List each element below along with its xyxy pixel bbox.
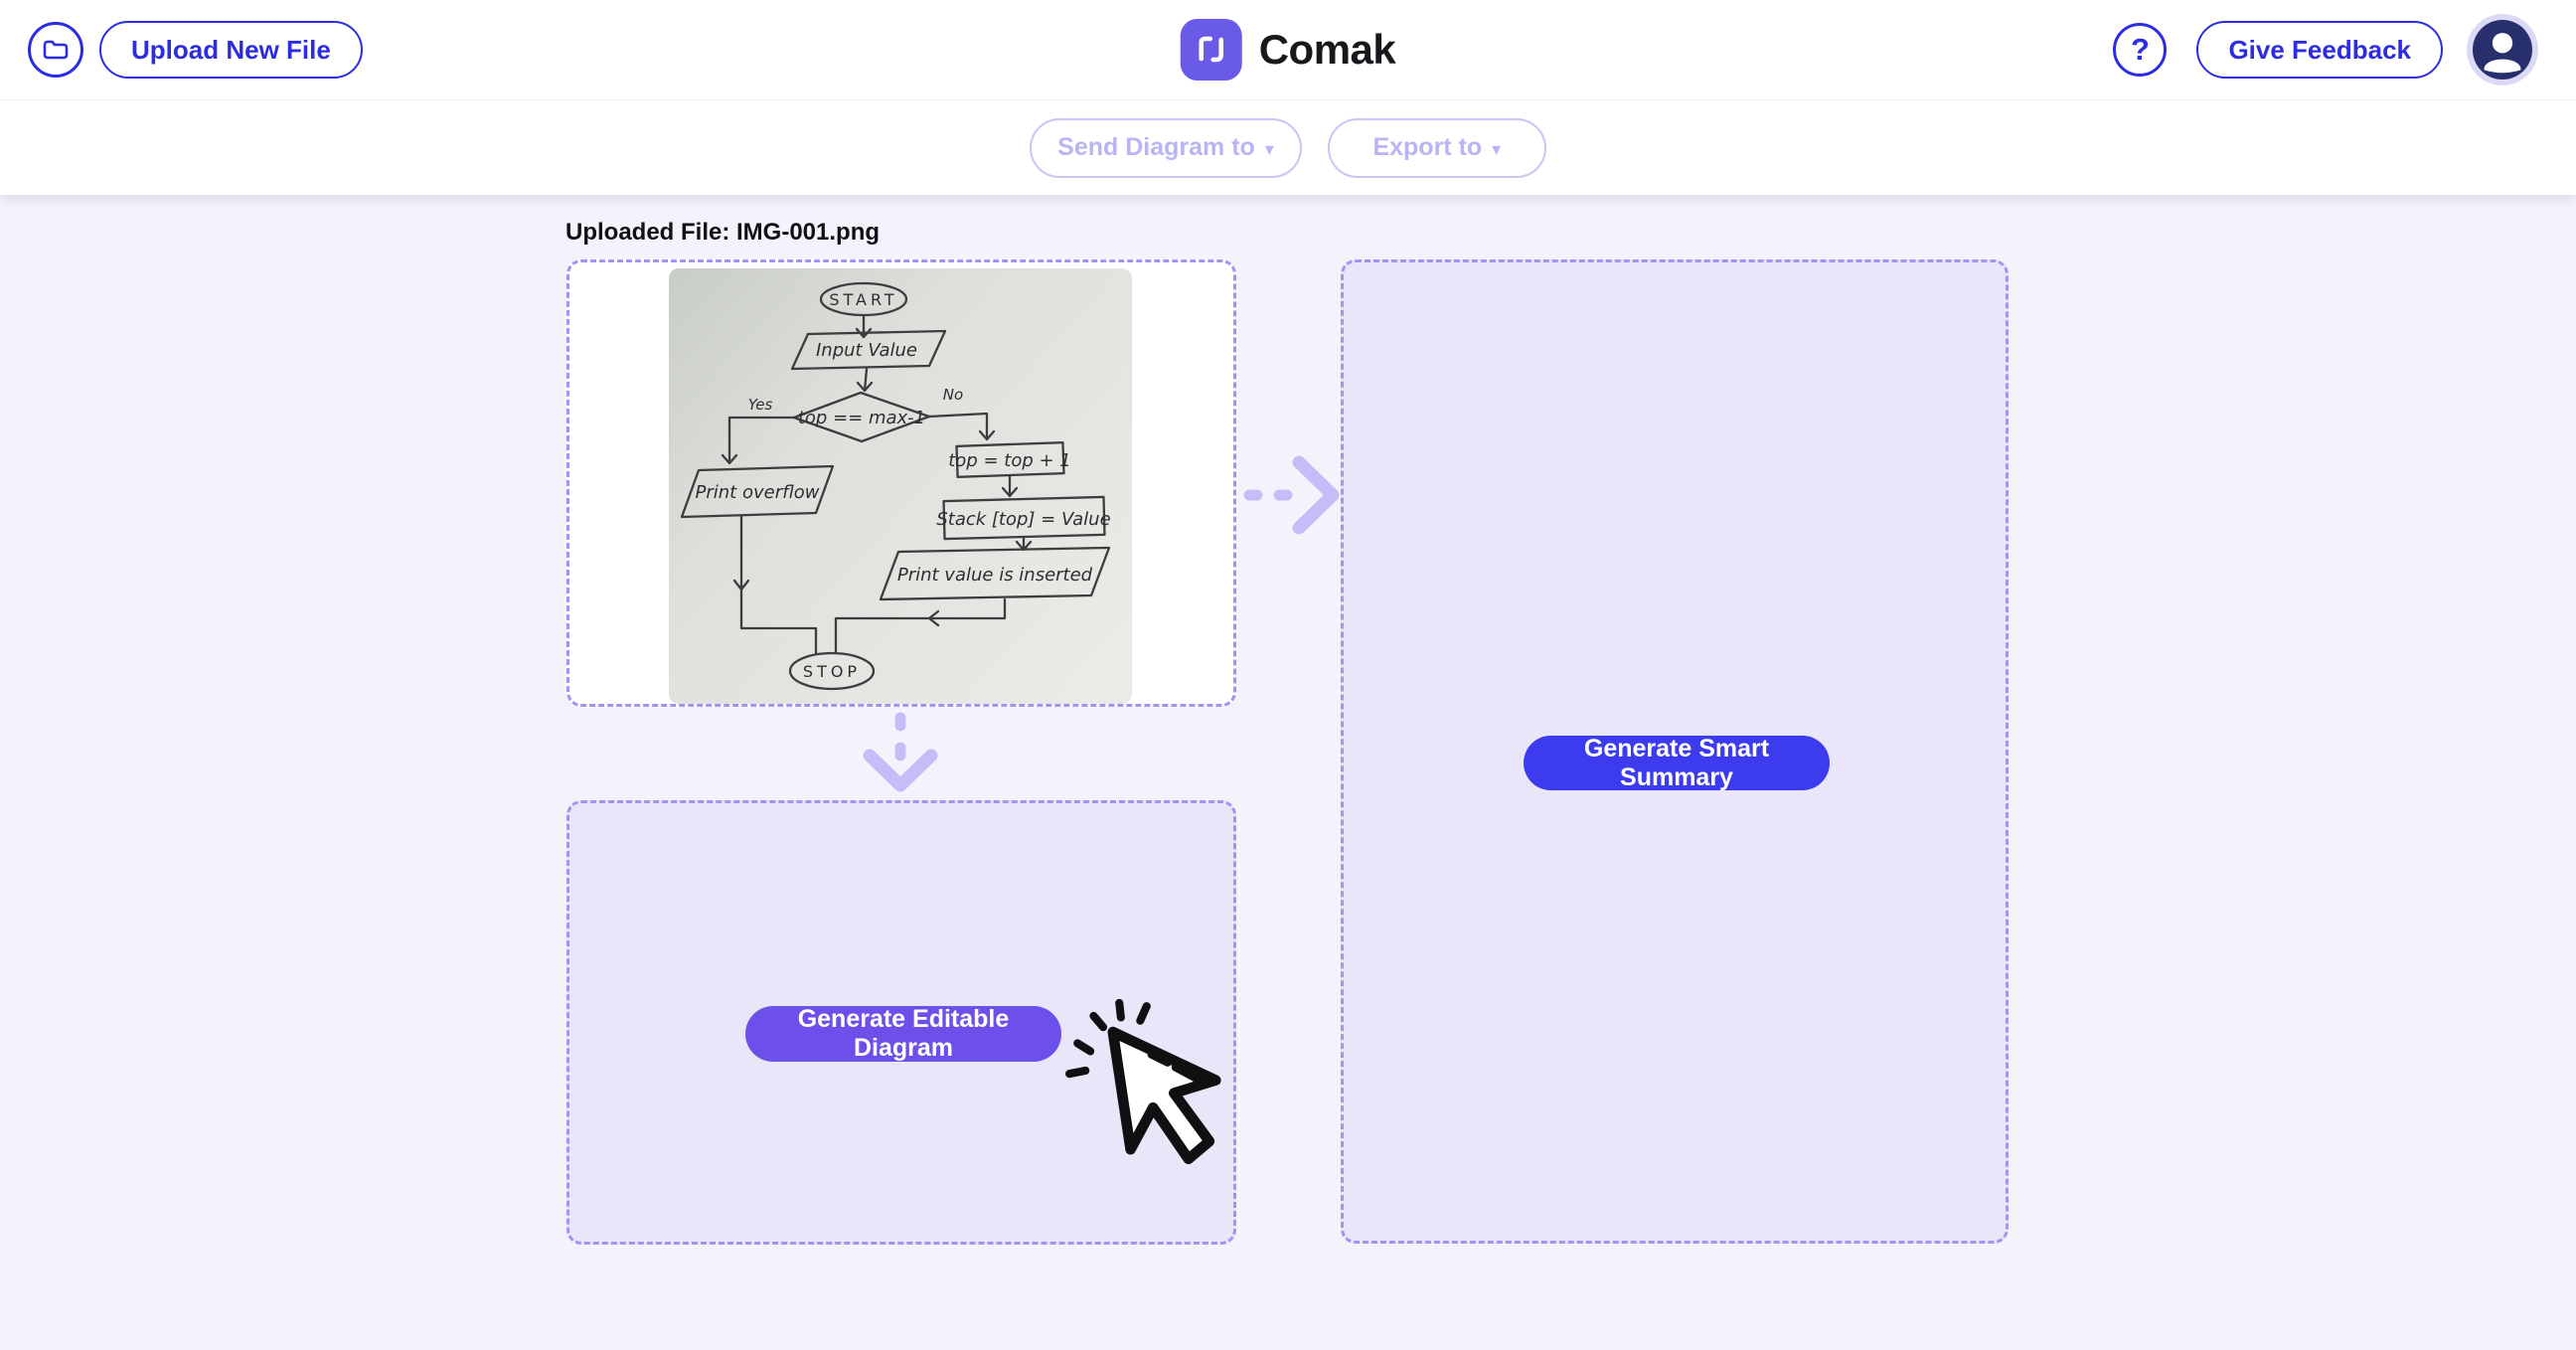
- file-manager-button[interactable]: [28, 22, 83, 78]
- export-to-dropdown[interactable]: Export to ▾: [1327, 117, 1546, 178]
- flow-arrow-down-icon: [863, 712, 938, 792]
- diagram-toolbar: Send Diagram to ▾ Export to ▾: [0, 100, 2576, 195]
- question-mark-icon: ?: [2130, 31, 2150, 67]
- upload-new-file-button[interactable]: Upload New File: [99, 21, 363, 79]
- original-image-panel: START Input Value top == max-1 Yes No Pr…: [566, 259, 1236, 707]
- flowchart-inserted-label: Print value is inserted: [897, 565, 1093, 586]
- top-bar-right: ? Give Feedback: [2113, 0, 2532, 99]
- uploaded-file-label: Uploaded File: IMG-001.png: [565, 219, 881, 246]
- flowchart-start-label: START: [829, 290, 897, 309]
- editable-diagram-panel: Generate Editable Diagram: [566, 800, 1236, 1245]
- brand-name: Comak: [1258, 26, 1396, 73]
- top-bar: Upload New File Comak ? Give Feedback: [0, 0, 2576, 100]
- flowchart-condition-label: top == max-1: [798, 408, 925, 428]
- send-diagram-to-label: Send Diagram to: [1057, 133, 1255, 161]
- flowchart-yes-label: Yes: [748, 396, 773, 414]
- user-avatar[interactable]: [2473, 20, 2532, 80]
- generate-smart-summary-button[interactable]: Generate Smart Summary: [1524, 735, 1830, 791]
- flowchart-increment-label: top = top + 1: [948, 450, 1071, 471]
- brand-badge-icon: [1180, 19, 1242, 81]
- give-feedback-button[interactable]: Give Feedback: [2196, 21, 2443, 79]
- smart-summary-panel: Generate Smart Summary: [1341, 259, 2009, 1244]
- brand-logo[interactable]: Comak: [1180, 0, 1396, 99]
- export-to-label: Export to: [1372, 133, 1483, 161]
- comak-logo-icon: [1199, 36, 1224, 63]
- flowchart-overflow-label: Print overflow: [696, 482, 820, 503]
- generate-editable-diagram-button[interactable]: Generate Editable Diagram: [745, 1005, 1061, 1062]
- folder-icon: [43, 40, 69, 60]
- user-icon: [2484, 33, 2521, 74]
- flowchart-stop-label: STOP: [803, 662, 861, 681]
- send-diagram-to-dropdown[interactable]: Send Diagram to ▾: [1030, 117, 1302, 178]
- flowchart-strokes: [680, 281, 1111, 691]
- flowchart-assign-label: Stack [top] = Value: [936, 509, 1110, 530]
- help-button[interactable]: ?: [2113, 23, 2168, 77]
- chevron-down-icon: ▾: [1264, 139, 1274, 159]
- flowchart-input-label: Input Value: [816, 340, 917, 361]
- flowchart-labels: START Input Value top == max-1 Yes No Pr…: [696, 290, 1111, 681]
- flowchart-no-label: No: [943, 386, 963, 404]
- top-bar-left: Upload New File: [28, 0, 363, 99]
- chevron-down-icon: ▾: [1492, 139, 1502, 159]
- uploaded-flowchart-photo: START Input Value top == max-1 Yes No Pr…: [669, 268, 1132, 704]
- flow-arrow-right-icon: [1243, 455, 1340, 535]
